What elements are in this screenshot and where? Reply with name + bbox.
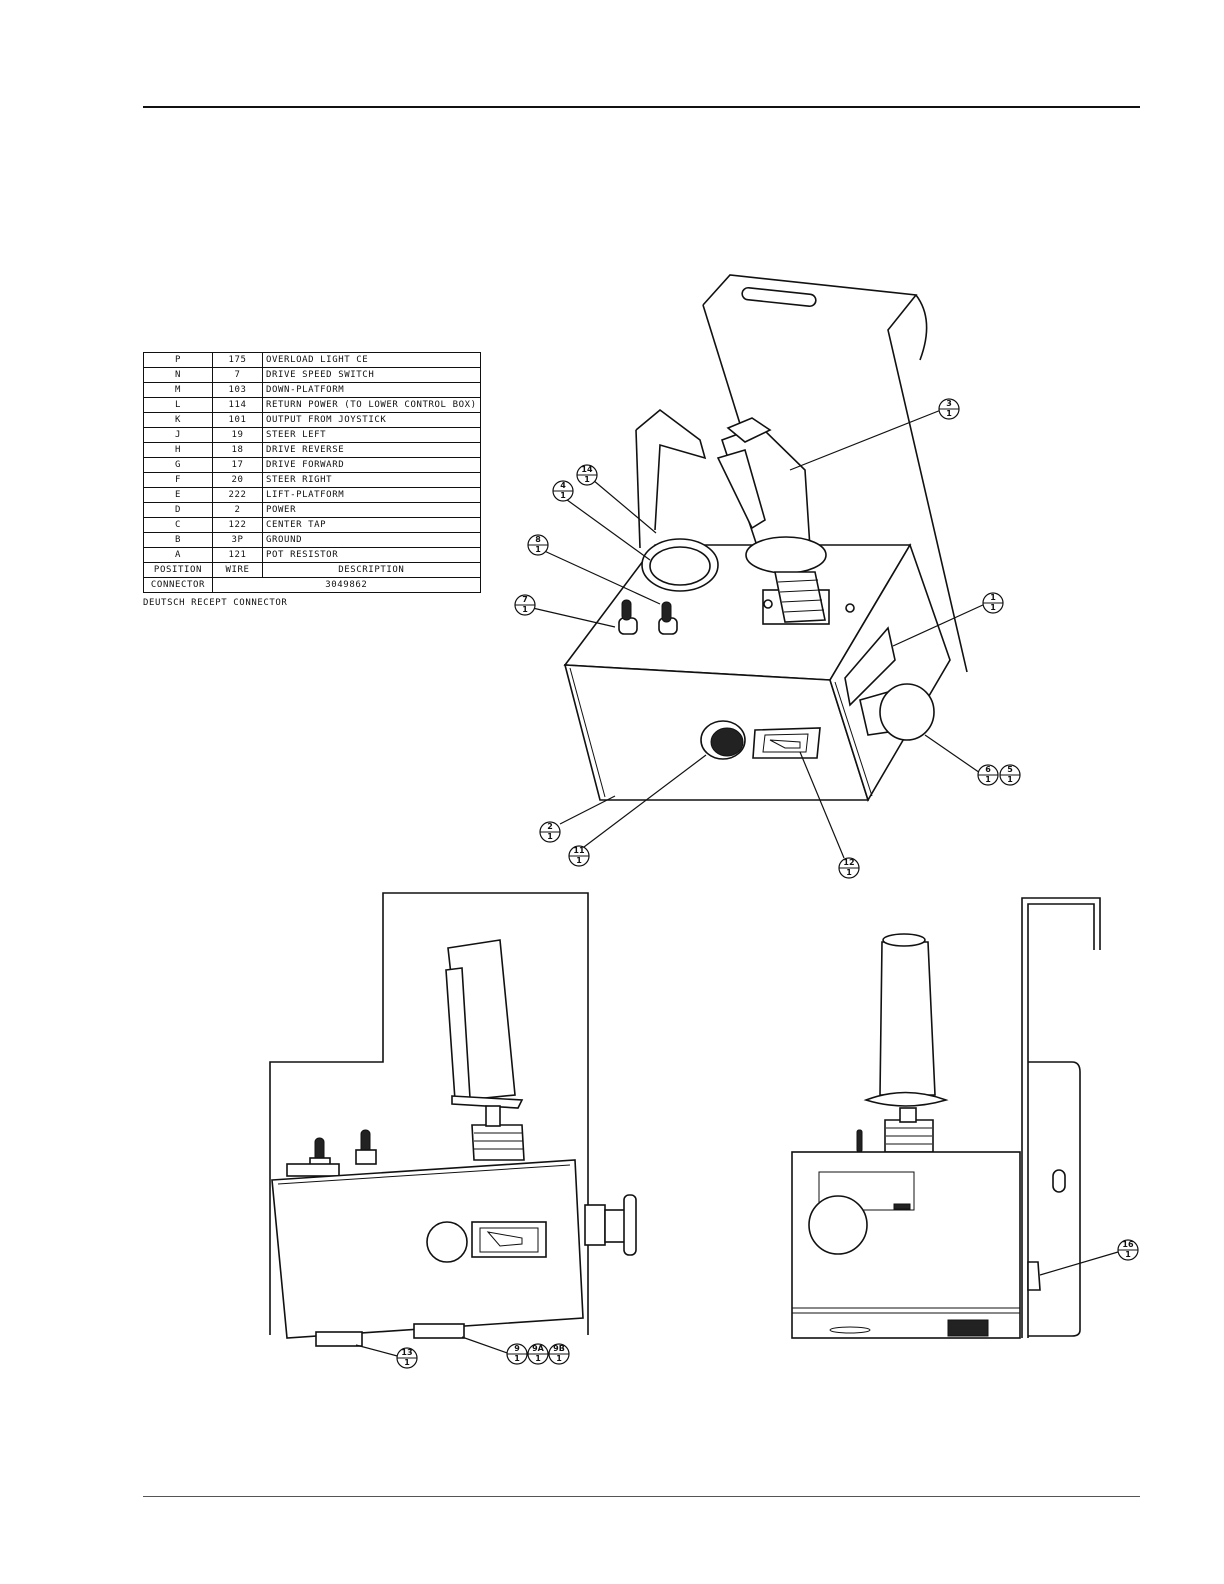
svg-text:1: 1 <box>535 1354 541 1363</box>
front-view-joystick <box>445 939 525 1161</box>
mounting-bracket <box>635 274 968 673</box>
footer-rule <box>143 1496 1140 1497</box>
svg-text:3: 3 <box>946 399 952 408</box>
control-box-body <box>563 543 951 802</box>
side-view <box>791 897 1101 1339</box>
svg-text:2: 2 <box>547 822 553 831</box>
joystick <box>716 417 855 625</box>
svg-text:1: 1 <box>1125 1250 1131 1259</box>
svg-text:1: 1 <box>547 832 553 841</box>
front-controls <box>700 720 821 760</box>
toggle-switches <box>618 599 678 635</box>
svg-text:1: 1 <box>946 409 952 418</box>
svg-text:1: 1 <box>985 775 991 784</box>
wire-cell: 18 <box>212 442 263 458</box>
callout-9: 9 1 <box>506 1343 528 1365</box>
callout-2: 2 1 <box>539 821 561 843</box>
svg-text:4: 4 <box>560 481 566 490</box>
svg-text:1: 1 <box>576 856 582 865</box>
callout-11: 11 1 <box>568 845 590 867</box>
front-view-estop <box>584 1194 637 1256</box>
svg-text:7: 7 <box>522 595 528 604</box>
connector-caption: DEUTSCH RECEPT CONNECTOR <box>143 598 288 608</box>
svg-text:13: 13 <box>401 1348 412 1357</box>
svg-text:6: 6 <box>985 765 991 774</box>
svg-text:9B: 9B <box>553 1344 565 1353</box>
svg-text:8: 8 <box>535 535 541 544</box>
connector-label: CONNECTOR <box>143 577 213 593</box>
svg-text:1: 1 <box>584 475 590 484</box>
svg-text:16: 16 <box>1122 1240 1134 1249</box>
callout-6: 6 1 <box>977 764 999 786</box>
callout-16: 16 1 <box>1117 1239 1139 1261</box>
svg-text:14: 14 <box>581 465 593 474</box>
svg-text:1: 1 <box>1007 775 1013 784</box>
connector-part-number: 3049862 <box>212 577 481 593</box>
svg-text:1: 1 <box>556 1354 562 1363</box>
callout-1: 1 1 <box>982 592 1004 614</box>
callout-3: 3 1 <box>938 398 960 420</box>
svg-text:12: 12 <box>843 858 854 867</box>
svg-text:1: 1 <box>535 545 541 554</box>
side-emergency-stop <box>844 626 935 741</box>
header-rule <box>143 106 1140 108</box>
svg-text:9: 9 <box>514 1344 520 1353</box>
callout-13: 13 1 <box>396 1347 418 1369</box>
svg-text:11: 11 <box>573 846 585 855</box>
callout-12: 12 1 <box>838 857 860 879</box>
callout-14: 14 1 <box>576 464 598 486</box>
callout-9a: 9A 1 <box>527 1343 549 1365</box>
callout-9b: 9B 1 <box>548 1343 570 1365</box>
isometric-view <box>563 274 968 802</box>
svg-text:1: 1 <box>404 1358 410 1367</box>
svg-text:9A: 9A <box>532 1344 545 1353</box>
callout-7: 7 1 <box>514 594 536 616</box>
svg-text:5: 5 <box>1007 765 1013 774</box>
svg-text:1: 1 <box>990 593 996 602</box>
callout-bubbles: 3 1 14 1 4 1 8 1 7 1 1 1 6 <box>396 398 1139 1369</box>
front-view-toggles <box>286 1129 377 1177</box>
svg-text:1: 1 <box>514 1354 520 1363</box>
svg-text:1: 1 <box>846 868 852 877</box>
front-view <box>269 892 637 1347</box>
indicator-light <box>641 538 719 592</box>
side-view-joystick <box>856 933 949 1153</box>
svg-text:1: 1 <box>990 603 996 612</box>
callout-5: 5 1 <box>999 764 1021 786</box>
callout-8: 8 1 <box>527 534 549 556</box>
svg-text:1: 1 <box>560 491 566 500</box>
callout-4: 4 1 <box>552 480 574 502</box>
svg-text:1: 1 <box>522 605 528 614</box>
leader-lines <box>355 409 1119 1358</box>
